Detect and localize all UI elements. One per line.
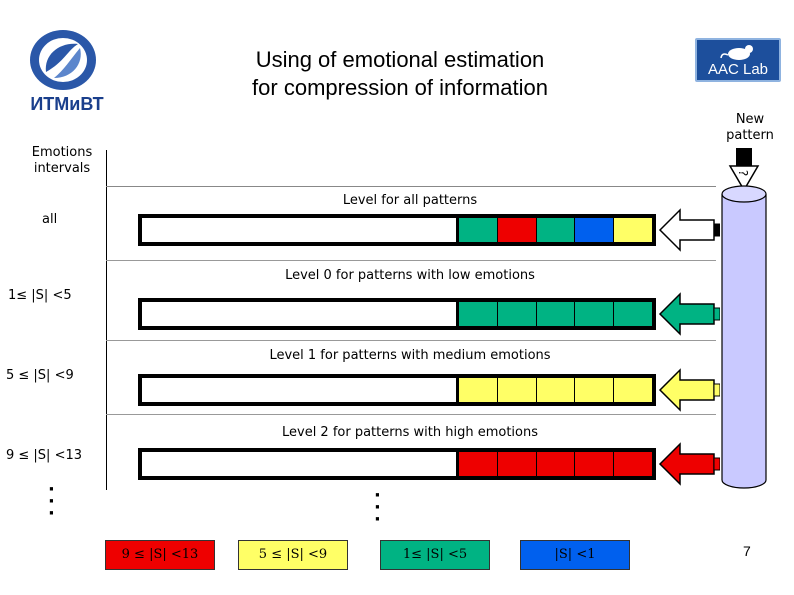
level-buffer	[138, 214, 656, 246]
level-separator	[106, 260, 716, 261]
level-label: Level 0 for patterns with low emotions	[285, 268, 535, 283]
itmivt-logo-text: ИТМиВТ	[30, 94, 104, 114]
pattern-cell	[496, 218, 536, 242]
aac-lab-logo: AAC Lab	[695, 38, 781, 82]
slide-title: Using of emotional estimation for compre…	[180, 46, 620, 102]
level-ellipsis: ···	[374, 485, 381, 530]
arrow-shape	[658, 208, 715, 252]
mouse-icon	[720, 45, 753, 60]
pattern-cell	[458, 452, 497, 476]
arrow-shape	[658, 368, 715, 412]
interval-ellipsis: ···	[48, 479, 55, 524]
level-buffer	[138, 298, 656, 330]
insert-arrow-icon	[658, 442, 720, 486]
interval-label: 1≤ |S| <5	[8, 288, 72, 303]
pattern-cell	[535, 302, 575, 326]
pattern-cell	[535, 218, 575, 242]
arrow-stub	[713, 457, 720, 471]
level-label: Level for all patterns	[342, 193, 478, 208]
buffer-empty-area	[142, 218, 458, 242]
level-separator	[106, 340, 716, 341]
arrow-stub	[713, 223, 720, 237]
insert-arrow-icon	[658, 368, 720, 412]
pattern-cell	[574, 302, 614, 326]
insert-arrow-icon	[658, 292, 720, 336]
level-separator	[106, 414, 716, 415]
pattern-cell	[458, 302, 497, 326]
emotions-intervals-line-1: Emotions	[31, 145, 93, 160]
buffer-empty-area	[142, 378, 458, 402]
interval-label: 9 ≤ |S| <13	[6, 448, 83, 463]
emotions-intervals-label: Emotions intervals	[20, 145, 104, 177]
arrow-shape	[658, 442, 715, 486]
buffer-empty-area	[142, 302, 458, 326]
pattern-cell	[613, 302, 652, 326]
level-label: Level 1 for patterns with medium emotion…	[269, 348, 551, 363]
header-divider	[106, 186, 716, 187]
pattern-cell	[574, 452, 614, 476]
pattern-cell	[574, 378, 614, 402]
buffer-empty-area	[142, 452, 458, 476]
arrow-stub	[713, 307, 720, 321]
pattern-cell	[496, 452, 536, 476]
new-pattern-label: New pattern	[712, 112, 788, 144]
legend-item: |S| <1	[520, 540, 630, 570]
pattern-cell	[535, 452, 575, 476]
aac-lab-text: AAC Lab	[707, 61, 769, 78]
itmivt-logo-icon	[30, 30, 96, 90]
level-label: Level 2 for patterns with high emotions	[281, 425, 538, 440]
new-pattern-line-1: New	[735, 112, 765, 127]
emotions-intervals-line-2: intervals	[33, 161, 91, 176]
pattern-cell	[496, 378, 536, 402]
legend-item: 5 ≤ |S| <9	[238, 540, 348, 570]
legend-item: 9 ≤ |S| <13	[105, 540, 215, 570]
pattern-cell	[496, 302, 536, 326]
level-buffer	[138, 448, 656, 480]
pattern-cell	[574, 218, 614, 242]
arrow-shape	[658, 292, 715, 336]
pattern-cell	[535, 378, 575, 402]
pattern-cell	[458, 218, 497, 242]
interval-label: all	[42, 212, 58, 227]
left-divider	[106, 150, 107, 490]
title-line-1: Using of emotional estimation	[255, 47, 545, 72]
legend-item: 1≤ |S| <5	[380, 540, 490, 570]
level-buffer	[138, 374, 656, 406]
pattern-cell	[613, 218, 652, 242]
title-line-2: for compression of information	[252, 75, 548, 100]
pattern-storage-cylinder	[721, 148, 767, 489]
arrow-stub	[713, 383, 720, 397]
page-number: 7	[743, 543, 751, 559]
new-pattern-line-2: pattern	[726, 128, 774, 143]
question-mark: ?	[736, 169, 751, 177]
pattern-cell	[613, 452, 652, 476]
pattern-cell	[458, 378, 497, 402]
pattern-cell	[613, 378, 652, 402]
interval-label: 5 ≤ |S| <9	[6, 368, 74, 383]
insert-arrow-icon	[658, 208, 720, 252]
